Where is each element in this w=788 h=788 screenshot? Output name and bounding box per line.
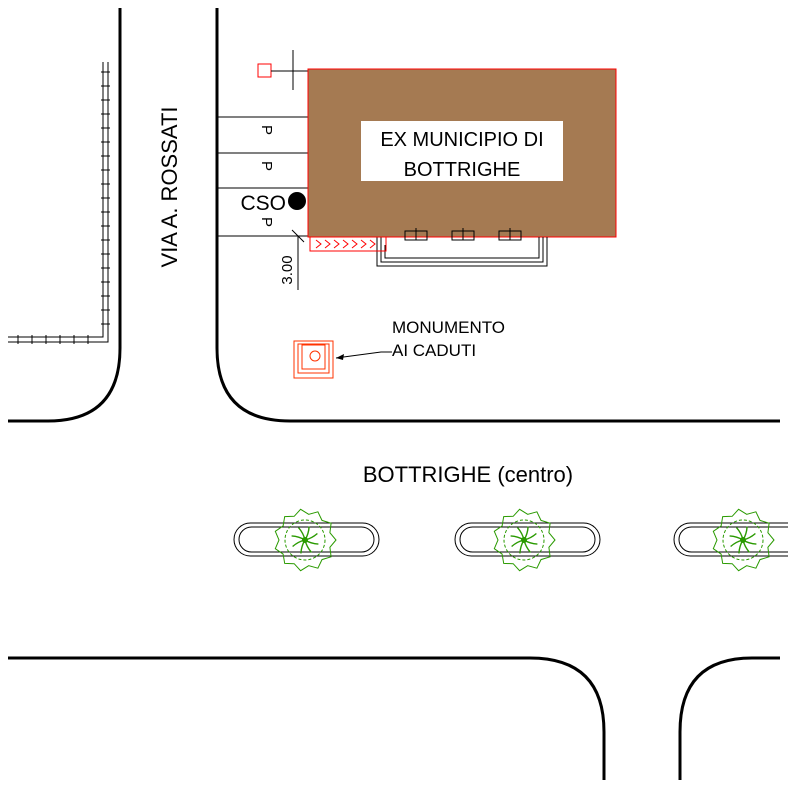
- tree-planter-2: [454, 508, 601, 572]
- building-label-box: [361, 121, 563, 181]
- parking-mark-2: P: [258, 161, 275, 171]
- road-edge-west-upper: [8, 8, 122, 423]
- street-name-label: VIA A. ROSSATI: [157, 107, 182, 268]
- dimension-label: 3.00: [279, 255, 296, 284]
- monument-label-line2: AI CADUTI: [392, 341, 476, 360]
- road-edges: [8, 8, 780, 780]
- ex-municipio-building: EX MUNICIPIO DI BOTTRIGHE: [307, 68, 617, 238]
- road-edge-west-lower: [8, 656, 606, 780]
- road-edge-east-lower: [678, 656, 780, 780]
- tree-planter-1: [233, 508, 380, 572]
- tree-planter-3: [673, 508, 788, 572]
- monument: MONUMENTO AI CADUTI: [293, 318, 505, 379]
- fence-line: [8, 62, 110, 344]
- cso-dot: [288, 192, 306, 210]
- building-steps: [309, 228, 548, 267]
- tree-icon: [274, 508, 337, 572]
- cso-point: CSO: [240, 192, 306, 215]
- tree-icon: [493, 508, 556, 572]
- cso-label: CSO: [240, 192, 286, 215]
- survey-marker: [257, 50, 310, 90]
- tree-icon: [712, 508, 775, 572]
- parking-bays: P P P: [217, 116, 310, 237]
- monument-label-line1: MONUMENTO: [392, 318, 505, 337]
- parking-mark-1: P: [258, 125, 275, 135]
- dimension-line: 3.00: [279, 229, 305, 290]
- building-label-line2: BOTTRIGHE: [404, 159, 521, 181]
- parking-mark-3: P: [258, 217, 275, 227]
- building-label-line1: EX MUNICIPIO DI: [380, 129, 543, 151]
- square-label: BOTTRIGHE (centro): [363, 462, 573, 487]
- road-edge-east-upper: [215, 8, 780, 423]
